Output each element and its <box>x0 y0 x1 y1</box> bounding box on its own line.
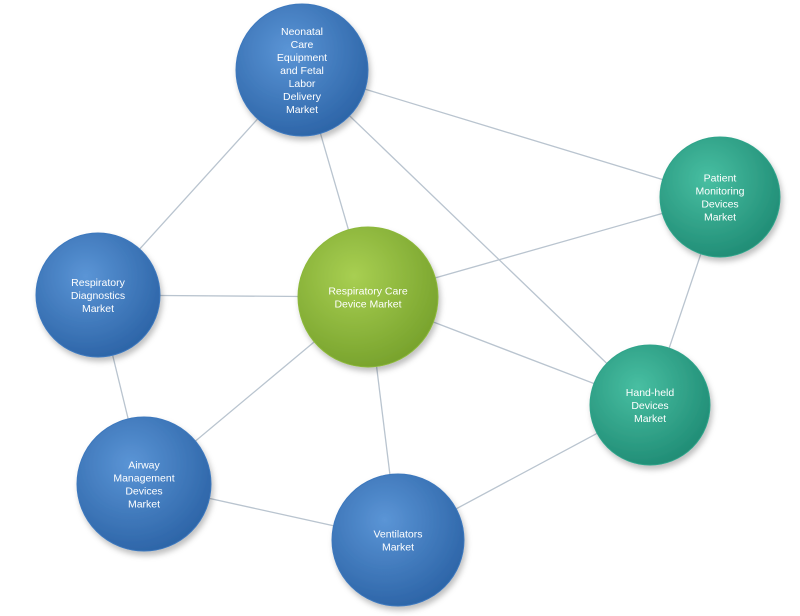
node-label-neonatal-line-4: Labor <box>289 78 316 90</box>
node-label-respiratory-care-line-1: Device Market <box>334 299 401 311</box>
node-label-ventilators-line-1: Market <box>382 542 414 554</box>
node-circle-airway <box>76 416 212 552</box>
node-label-neonatal-line-3: and Fetal <box>280 65 324 77</box>
node-label-airway-line-0: Airway <box>128 460 160 472</box>
node-label-neonatal-line-1: Care <box>291 39 314 51</box>
edge-neonatal-handheld <box>301 69 651 406</box>
node-circle-ventilators <box>331 473 465 607</box>
node-circle-respiratory-diagnostics <box>35 232 161 358</box>
node-label-airway-line-3: Market <box>128 499 160 511</box>
node-label-respiratory-diagnostics-line-1: Diagnostics <box>71 290 125 302</box>
node-label-respiratory-care-line-0: Respiratory Care <box>328 286 408 298</box>
node-label-neonatal-line-6: Market <box>286 104 318 116</box>
node-label-ventilators-line-0: Ventilators <box>373 529 422 541</box>
node-label-handheld-line-2: Market <box>634 413 666 425</box>
node-label-airway-line-1: Management <box>113 473 174 485</box>
node-label-neonatal-line-2: Equipment <box>277 52 327 64</box>
node-label-airway-line-2: Devices <box>125 486 162 498</box>
node-label-handheld-line-1: Devices <box>631 400 668 412</box>
node-circle-patient-monitoring <box>659 136 781 258</box>
node-label-respiratory-diagnostics-line-2: Market <box>82 303 114 315</box>
node-label-handheld-line-0: Hand-held <box>626 387 675 399</box>
node-circle-respiratory-care <box>297 226 439 368</box>
node-circle-handheld <box>589 344 711 466</box>
edge-neonatal-patient-monitoring <box>301 69 721 198</box>
node-label-neonatal-line-5: Delivery <box>283 91 322 103</box>
node-label-patient-monitoring-line-1: Monitoring <box>695 186 744 198</box>
node-label-patient-monitoring-line-3: Market <box>704 212 736 224</box>
node-label-patient-monitoring-line-0: Patient <box>704 173 737 185</box>
node-label-patient-monitoring-line-2: Devices <box>701 199 738 211</box>
node-label-respiratory-diagnostics-line-0: Respiratory <box>71 277 125 289</box>
node-circle-neonatal <box>235 3 369 137</box>
node-label-neonatal-line-0: Neonatal <box>281 26 323 38</box>
